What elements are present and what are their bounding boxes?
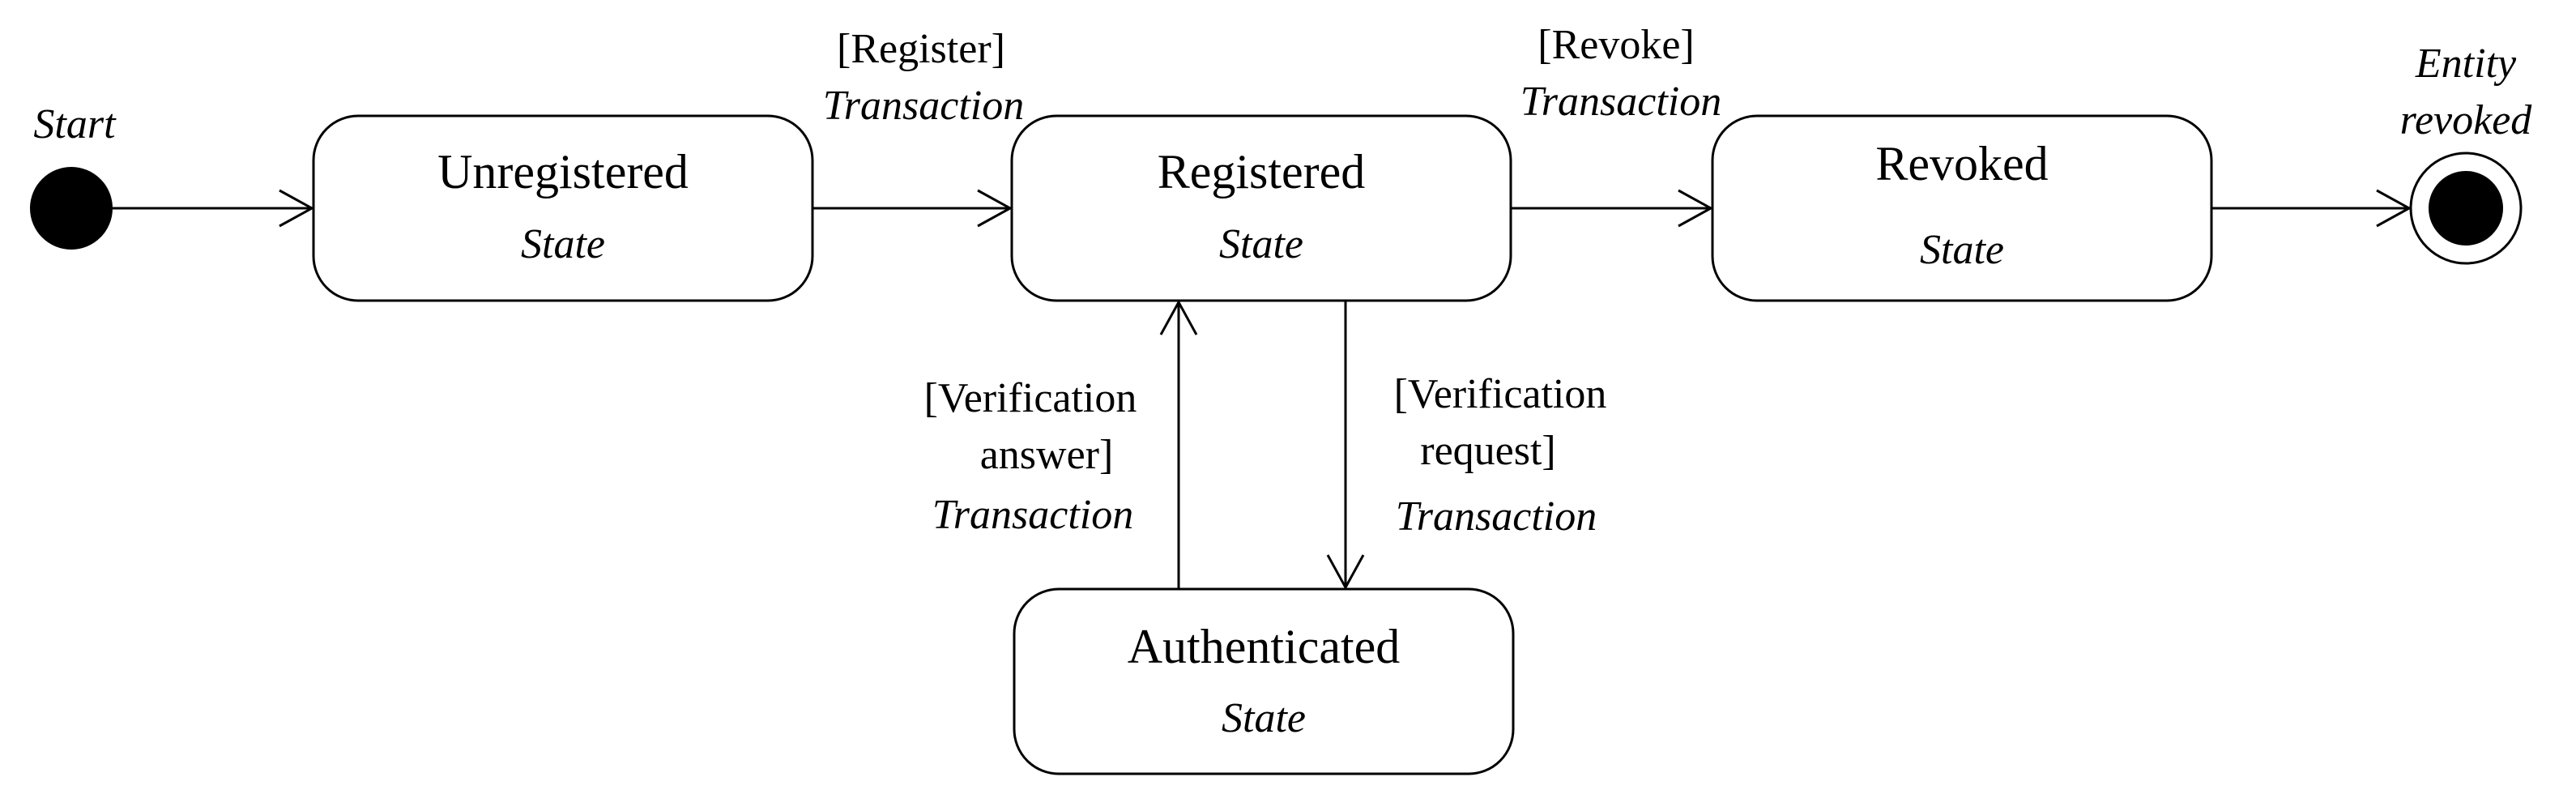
- state-authenticated-name: Authenticated: [1128, 620, 1401, 673]
- end-label-line1: Entity: [2415, 41, 2517, 87]
- verification-answer-guard-line1: [Verification: [924, 375, 1137, 421]
- state-revoked-kind: State: [1920, 227, 2004, 273]
- revoke-guard-label: [Revoke]: [1537, 22, 1694, 68]
- verification-request-guard-line2: request]: [1420, 428, 1555, 474]
- register-guard-label: [Register]: [837, 26, 1005, 72]
- edge-verification-request: [1326, 301, 1365, 591]
- state-unregistered: Unregistered State: [312, 114, 814, 302]
- revoke-trigger-label: Transaction: [1520, 79, 1722, 125]
- edge-verification-answer: [1159, 299, 1198, 589]
- verification-answer-guard-line2: answer]: [980, 432, 1114, 478]
- verification-answer-trigger-label: Transaction: [932, 492, 1134, 538]
- end-label-line2: revoked: [2400, 97, 2533, 143]
- start-label: Start: [33, 101, 117, 147]
- final-node-core: [2429, 171, 2503, 246]
- state-unregistered-kind: State: [521, 221, 605, 267]
- state-registered: Registered State: [1010, 114, 1512, 302]
- state-authenticated: Authenticated State: [1013, 587, 1515, 775]
- verification-request-trigger-label: Transaction: [1396, 493, 1597, 540]
- verification-request-guard-line1: [Verification: [1394, 371, 1607, 417]
- edge-revoke: [1511, 189, 1714, 228]
- edge-revoked-to-end: [2211, 189, 2412, 228]
- state-revoked-name: Revoked: [1875, 137, 2048, 190]
- edge-start-to-unregistered: [113, 189, 315, 228]
- state-registered-kind: State: [1219, 221, 1303, 267]
- state-revoked: Revoked State: [1711, 114, 2213, 302]
- state-unregistered-name: Unregistered: [437, 145, 689, 199]
- register-trigger-label: Transaction: [823, 83, 1025, 129]
- initial-node: [30, 167, 113, 250]
- state-authenticated-kind: State: [1222, 695, 1306, 741]
- state-registered-name: Registered: [1158, 145, 1366, 199]
- edge-register: [812, 189, 1013, 228]
